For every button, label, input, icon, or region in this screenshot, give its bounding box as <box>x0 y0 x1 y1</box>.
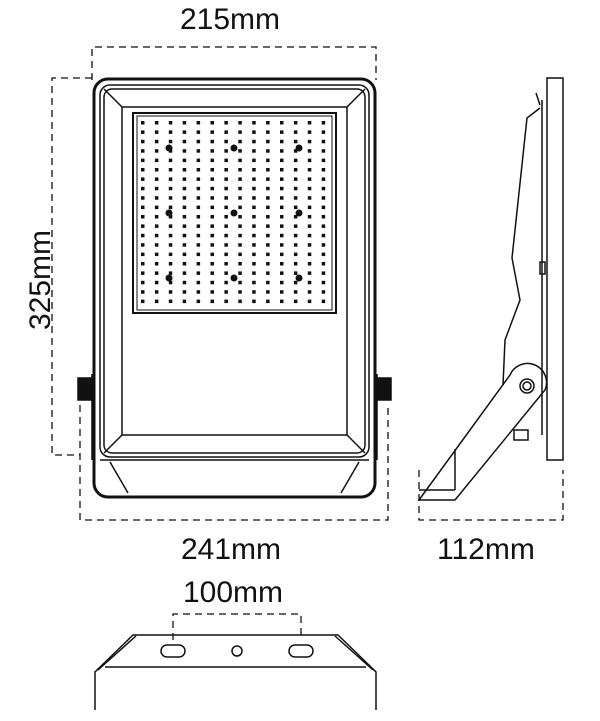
mount-slot-right <box>288 644 314 658</box>
dimension-label-front-width: 215mm <box>180 3 281 36</box>
dimension-label-overall-width: 241mm <box>181 533 282 566</box>
dimension-lines <box>51 46 564 640</box>
led-grid <box>141 121 326 304</box>
right-bracket-knob <box>377 377 392 401</box>
bracket-top-view <box>94 634 377 710</box>
dimension-label-mount-spacing: 100mm <box>183 576 284 609</box>
dimension-label-side-depth: 112mm <box>437 533 535 566</box>
side-view <box>417 77 564 501</box>
lens-markers <box>165 144 303 282</box>
left-bracket-knob <box>77 377 92 401</box>
front-view <box>77 77 392 499</box>
mount-slot-left <box>160 644 186 658</box>
center-hole <box>231 645 243 657</box>
